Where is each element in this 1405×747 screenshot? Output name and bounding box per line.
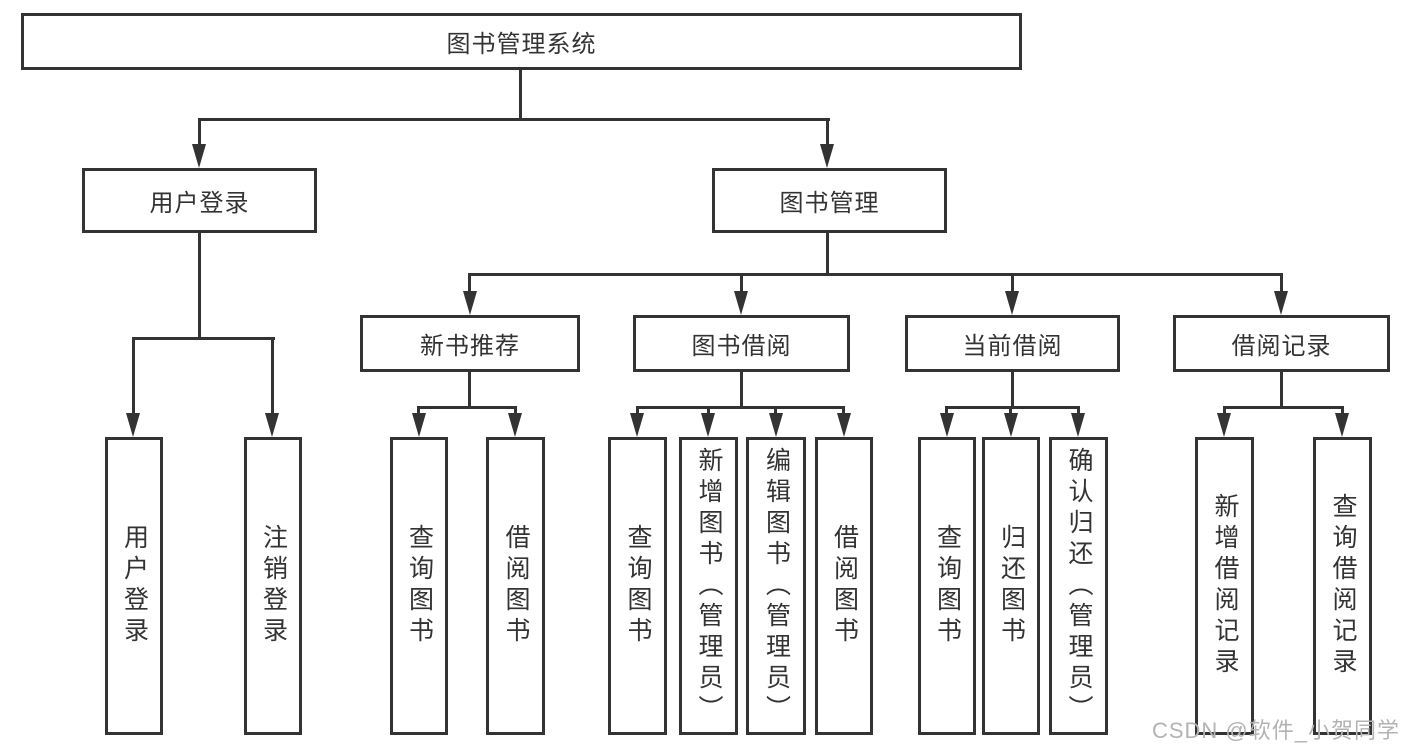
leaf-user-login-label: 用户登录 bbox=[120, 524, 149, 648]
arrowhead-leaf-query1 bbox=[412, 413, 426, 437]
arrowhead-borrow-record bbox=[1274, 291, 1288, 315]
arrowhead-leaf-user-login bbox=[126, 413, 140, 437]
arrowhead-user-login bbox=[192, 144, 206, 168]
node-book-management: 图书管理 bbox=[712, 168, 947, 233]
leaf-borrow-book-recommend: 借阅图书 bbox=[486, 437, 545, 735]
leaf-user-login: 用户登录 bbox=[105, 437, 163, 735]
leaf-query-book-borrow: 查询图书 bbox=[608, 437, 667, 735]
leaf-logout-login-label: 注销登录 bbox=[259, 524, 288, 648]
connector-book-mgmt-bus bbox=[468, 273, 1283, 276]
leaf-add-book-admin-label: 新增图书（管理员） bbox=[695, 446, 723, 726]
connector-user-login-bus bbox=[132, 337, 275, 340]
connector-book-borrow-bus bbox=[636, 406, 845, 409]
connector-to-leaf-query1 bbox=[417, 406, 420, 417]
leaf-add-borrow-record-label: 新增借阅记录 bbox=[1211, 493, 1239, 679]
arrowhead-leaf-return bbox=[1004, 413, 1018, 437]
connector-book-borrow-stem bbox=[740, 372, 743, 409]
leaf-confirm-return-admin: 确认归还（管理员） bbox=[1049, 437, 1108, 735]
leaf-query-book-borrow-label: 查询图书 bbox=[624, 524, 652, 648]
node-user-login: 用户登录 bbox=[82, 168, 317, 233]
arrowhead-new-book bbox=[463, 291, 477, 315]
node-book-borrow-label: 图书借阅 bbox=[691, 333, 792, 360]
arrowhead-book-borrow bbox=[734, 291, 748, 315]
node-root: 图书管理系统 bbox=[21, 13, 1022, 70]
leaf-borrow-book-label: 借阅图书 bbox=[830, 524, 859, 648]
leaf-edit-book-admin: 编辑图书（管理员） bbox=[746, 437, 806, 735]
connector-to-leaf-borrow2 bbox=[842, 406, 845, 417]
csdn-watermark: CSDN @软件_小贺同学 bbox=[1151, 718, 1400, 743]
leaf-query-book-current-label: 查询图书 bbox=[933, 524, 962, 648]
arrowhead-book-mgmt bbox=[820, 144, 834, 168]
node-book-management-label: 图书管理 bbox=[779, 190, 880, 217]
arrowhead-leaf-borrow2 bbox=[837, 413, 851, 437]
node-borrow-record: 借阅记录 bbox=[1173, 315, 1390, 372]
connector-to-leaf-return bbox=[1009, 406, 1012, 417]
connector-to-leaf-confirm bbox=[1077, 406, 1080, 417]
node-user-login-label: 用户登录 bbox=[149, 190, 250, 217]
connector-borrow-record-bus bbox=[1223, 406, 1344, 409]
arrowhead-leaf-confirm bbox=[1071, 413, 1085, 437]
arrowhead-leaf-query-record bbox=[1335, 413, 1349, 437]
connector-current-borrow-bus bbox=[945, 406, 1080, 409]
connector-to-leaf-query-record bbox=[1341, 406, 1344, 417]
node-new-book-recommend: 新书推荐 bbox=[360, 315, 580, 372]
leaf-query-borrow-record-label: 查询借阅记录 bbox=[1329, 493, 1357, 679]
arrowhead-leaf-logout bbox=[265, 413, 279, 437]
connector-root-stem bbox=[519, 70, 522, 121]
connector-root-bus bbox=[198, 118, 830, 121]
arrowhead-leaf-add-book bbox=[701, 413, 715, 437]
arrowhead-leaf-edit-book bbox=[769, 413, 783, 437]
connector-to-leaf-query2 bbox=[636, 406, 639, 417]
leaf-query-borrow-record: 查询借阅记录 bbox=[1313, 437, 1372, 735]
connector-to-new-book bbox=[468, 273, 471, 295]
connector-to-leaf-add-record bbox=[1223, 406, 1226, 417]
connector-to-current-borrow bbox=[1011, 273, 1014, 295]
leaf-edit-book-admin-label: 编辑图书（管理员） bbox=[762, 446, 791, 726]
connector-to-book-borrow bbox=[740, 273, 743, 295]
node-current-borrow: 当前借阅 bbox=[905, 315, 1120, 372]
leaf-add-book-admin: 新增图书（管理员） bbox=[679, 437, 738, 735]
connector-to-leaf-add-book bbox=[707, 406, 710, 417]
connector-to-user-login bbox=[198, 118, 201, 146]
node-current-borrow-label: 当前借阅 bbox=[962, 333, 1063, 360]
connector-borrow-record-stem bbox=[1280, 372, 1283, 409]
leaf-confirm-return-admin-label: 确认归还（管理员） bbox=[1065, 446, 1093, 726]
leaf-borrow-book: 借阅图书 bbox=[815, 437, 873, 735]
leaf-logout-login: 注销登录 bbox=[244, 437, 302, 735]
connector-to-leaf-logout bbox=[271, 337, 274, 415]
leaf-return-book-label: 归还图书 bbox=[997, 524, 1026, 648]
arrowhead-leaf-query3 bbox=[940, 413, 954, 437]
connector-to-leaf-query3 bbox=[945, 406, 948, 417]
node-book-borrow: 图书借阅 bbox=[633, 315, 850, 372]
connector-to-book-mgmt bbox=[826, 118, 829, 146]
leaf-add-borrow-record: 新增借阅记录 bbox=[1195, 437, 1254, 735]
arrowhead-leaf-add-record bbox=[1217, 413, 1231, 437]
connector-new-book-stem bbox=[468, 372, 471, 409]
leaf-query-book-recommend-label: 查询图书 bbox=[405, 524, 434, 648]
connector-user-login-stem bbox=[198, 233, 201, 340]
leaf-query-book-current: 查询图书 bbox=[918, 437, 976, 735]
node-root-label: 图书管理系统 bbox=[446, 31, 597, 58]
arrowhead-leaf-borrow1 bbox=[508, 413, 522, 437]
node-new-book-recommend-label: 新书推荐 bbox=[420, 333, 520, 360]
leaf-query-book-recommend: 查询图书 bbox=[390, 437, 448, 735]
connector-new-book-bus bbox=[417, 406, 517, 409]
connector-current-borrow-stem bbox=[1011, 372, 1014, 409]
connector-book-mgmt-stem bbox=[826, 233, 829, 276]
connector-to-borrow-record bbox=[1280, 273, 1283, 295]
connector-to-leaf-edit-book bbox=[774, 406, 777, 417]
leaf-return-book: 归还图书 bbox=[982, 437, 1040, 735]
leaf-borrow-book-recommend-label: 借阅图书 bbox=[502, 524, 530, 648]
connector-to-leaf-user-login bbox=[132, 337, 135, 415]
connector-to-leaf-borrow1 bbox=[514, 406, 517, 417]
node-borrow-record-label: 借阅记录 bbox=[1231, 333, 1332, 360]
arrowhead-current-borrow bbox=[1005, 291, 1019, 315]
arrowhead-leaf-query2 bbox=[630, 413, 644, 437]
